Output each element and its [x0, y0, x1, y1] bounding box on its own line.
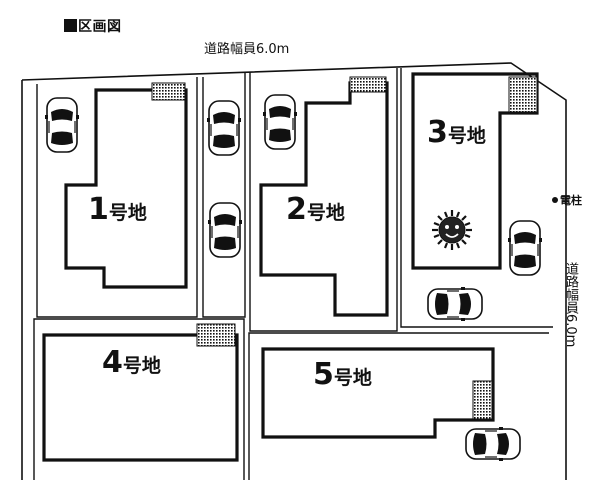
building-lot-4: [42, 333, 239, 462]
hatched-mark-icon: [196, 323, 236, 347]
car-icon: [262, 94, 298, 150]
lot-number: 2: [286, 192, 307, 227]
lot-number: 5: [313, 357, 334, 392]
lot-number: 4: [102, 345, 123, 380]
building-lot-1: [64, 88, 188, 289]
lot-suffix: 号地: [108, 202, 147, 224]
road-width-label-top: 道路幅員6.0m: [204, 42, 290, 57]
access-strip: [202, 73, 246, 318]
road-width-label-right: 道路幅員6.0m: [563, 262, 578, 348]
lot-2-boundary: [249, 68, 398, 332]
lot-3-boundary: [400, 68, 553, 328]
car-icon: [44, 97, 80, 153]
diagram-title-text: 区画図: [78, 19, 122, 35]
lot-label-1: 1号地: [88, 192, 147, 227]
car-icon: [207, 202, 243, 258]
utility-pole-icon: [552, 197, 558, 203]
building-lot-5: [261, 347, 495, 439]
hatched-mark-icon: [151, 82, 186, 101]
lot-suffix: 号地: [306, 202, 345, 224]
lot-number: 1: [88, 192, 109, 227]
lot-label-2: 2号地: [286, 192, 345, 227]
lot-label-5: 5号地: [313, 357, 372, 392]
diagram-title: 区画図: [64, 16, 122, 36]
car-icon: [507, 220, 543, 276]
car-icon: [427, 286, 483, 322]
lot-4-boundary: [33, 318, 245, 480]
lot-suffix: 号地: [447, 125, 486, 147]
utility-pole-label: 電柱: [552, 192, 582, 208]
sun-icon: [432, 210, 472, 250]
car-icon: [206, 100, 242, 156]
lot-label-4: 4号地: [102, 345, 161, 380]
lot-number: 3: [427, 115, 448, 150]
square-bullet-icon: [64, 19, 77, 32]
utility-pole-text: 電柱: [560, 194, 582, 207]
lot-suffix: 号地: [122, 355, 161, 377]
building-lot-2: [259, 81, 389, 317]
lot-suffix: 号地: [333, 367, 372, 389]
hatched-mark-icon: [349, 76, 387, 93]
hatched-mark-icon: [508, 76, 538, 113]
lot-label-3: 3号地: [427, 115, 486, 150]
lot-1-boundary: [36, 77, 198, 318]
building-lot-3: [411, 72, 539, 270]
hatched-mark-icon: [472, 380, 493, 420]
lot-5-boundary: [248, 332, 549, 480]
car-icon: [465, 426, 521, 462]
